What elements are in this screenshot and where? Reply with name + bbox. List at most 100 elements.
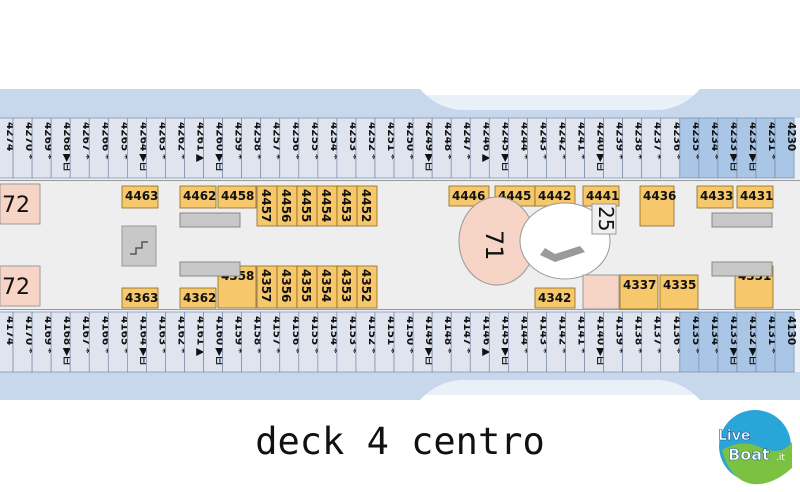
cabin-mark: * bbox=[80, 348, 92, 354]
cabin-mark: * bbox=[385, 154, 397, 160]
cabin-mark: * bbox=[461, 348, 473, 354]
cabin-mark: * bbox=[175, 154, 187, 160]
cabin-mark: * bbox=[233, 348, 245, 354]
suite-number: 4433 bbox=[700, 189, 733, 203]
cabin-mark: * bbox=[99, 348, 111, 354]
cabin-mark: * bbox=[23, 348, 35, 354]
suite-4452 bbox=[356, 185, 378, 227]
cabin-mark: * bbox=[23, 154, 35, 160]
cabin-mark: * bbox=[80, 154, 92, 160]
cabin-mark: * bbox=[652, 154, 664, 160]
cabin-mark: * bbox=[442, 348, 454, 354]
suite-4433 bbox=[696, 185, 734, 209]
cabin-mark: * bbox=[347, 154, 359, 160]
stair-icon bbox=[130, 241, 148, 255]
cabin-mark: * bbox=[271, 154, 283, 160]
cabin-mark: * bbox=[252, 154, 264, 160]
cabin-mark: * bbox=[404, 154, 416, 160]
suite-4431 bbox=[736, 185, 774, 209]
cabin-mark: * bbox=[556, 348, 568, 354]
suite-number: 4462 bbox=[183, 189, 216, 203]
suite-number: 4463 bbox=[125, 189, 158, 203]
svg-text:Live: Live bbox=[718, 428, 750, 444]
cabin-mark: * bbox=[671, 348, 683, 354]
svg-text:.it: .it bbox=[776, 453, 785, 463]
cabin-mark: * bbox=[442, 154, 454, 160]
cabin-mark: * bbox=[366, 154, 378, 160]
cabin-mark: * bbox=[709, 348, 721, 354]
cabin-4130 bbox=[774, 311, 795, 373]
suite-4446 bbox=[448, 185, 490, 207]
cabin-mark: * bbox=[118, 348, 130, 354]
cabin-mark: * bbox=[690, 154, 702, 160]
cabin-mark: * bbox=[309, 348, 321, 354]
cabin-mark: * bbox=[366, 348, 378, 354]
suite-number: 4363 bbox=[125, 291, 158, 305]
suite-4458 bbox=[217, 185, 257, 209]
cabin-mark: ▲ bbox=[195, 348, 207, 357]
stair-72-bottom-label: 72 bbox=[2, 275, 30, 300]
suite-number: 4457 bbox=[259, 189, 273, 222]
lift-25 bbox=[591, 203, 617, 235]
hull-top bbox=[0, 89, 800, 118]
cabin-mark: ▲ bbox=[480, 154, 492, 163]
cabin-mark: * bbox=[347, 348, 359, 354]
cabin-mark: * bbox=[690, 348, 702, 354]
suite-number: 4356 bbox=[279, 269, 293, 302]
cabin-mark: * bbox=[385, 348, 397, 354]
cabin-mark: * bbox=[652, 348, 664, 354]
cabin-mark: * bbox=[233, 154, 245, 160]
cabin-mark: * bbox=[518, 154, 530, 160]
cabin-mark: * bbox=[328, 154, 340, 160]
suite-number: 4453 bbox=[339, 189, 353, 222]
cabin-mark: * bbox=[766, 154, 778, 160]
suite-4335 bbox=[659, 274, 699, 310]
suite-4342 bbox=[534, 287, 576, 309]
cabin-mark: * bbox=[99, 154, 111, 160]
suite-number: 4342 bbox=[538, 291, 571, 305]
cabin-mark: * bbox=[175, 348, 187, 354]
suite-4463 bbox=[121, 185, 159, 209]
cabin-mark: * bbox=[271, 348, 283, 354]
liveboat-logo: Live Boat .it bbox=[718, 410, 792, 485]
cabin-4230 bbox=[774, 117, 795, 179]
cabin-mark: * bbox=[252, 348, 264, 354]
suite-number: 4362 bbox=[183, 291, 216, 305]
cabin-mark: ▲ bbox=[480, 348, 492, 357]
cabin-mark: * bbox=[156, 154, 168, 160]
suite-4363 bbox=[121, 287, 159, 309]
suite-number: 4436 bbox=[643, 189, 676, 203]
suite-number: 4337 bbox=[623, 278, 656, 292]
cabin-mark: * bbox=[328, 348, 340, 354]
suite-number: 4354 bbox=[319, 269, 333, 302]
cabin-mark: * bbox=[766, 348, 778, 354]
stair-72-top-label: 72 bbox=[2, 193, 30, 218]
corridor-top-line bbox=[0, 180, 800, 181]
corridor-bottom-line bbox=[0, 309, 800, 310]
cabin-number: 4130 bbox=[785, 316, 797, 345]
cabin-mark: * bbox=[614, 154, 626, 160]
stair-72-bottom bbox=[0, 265, 41, 307]
suite-number: 4352 bbox=[359, 269, 373, 302]
suite-number: 4441 bbox=[586, 189, 619, 203]
cabin-mark: * bbox=[290, 348, 302, 354]
suite-number: 4335 bbox=[663, 278, 696, 292]
cabin-number: 4230 bbox=[785, 122, 797, 151]
stair-block bbox=[121, 225, 157, 267]
atrium-well bbox=[519, 202, 611, 280]
suite-4436 bbox=[639, 185, 675, 227]
deck-title: deck 4 centro bbox=[255, 420, 545, 463]
suite-number: 4442 bbox=[538, 189, 571, 203]
suite-number: 4452 bbox=[359, 189, 373, 222]
suite-number: 4446 bbox=[452, 189, 485, 203]
cabin-mark: * bbox=[518, 348, 530, 354]
cabin-mark: * bbox=[537, 154, 549, 160]
cabin-mark: * bbox=[576, 348, 588, 354]
cabin-mark: * bbox=[404, 348, 416, 354]
lift-bank-top bbox=[179, 212, 773, 228]
cabin-mark: * bbox=[576, 154, 588, 160]
suite-4352 bbox=[356, 265, 378, 309]
suite-number: 4454 bbox=[319, 189, 333, 222]
